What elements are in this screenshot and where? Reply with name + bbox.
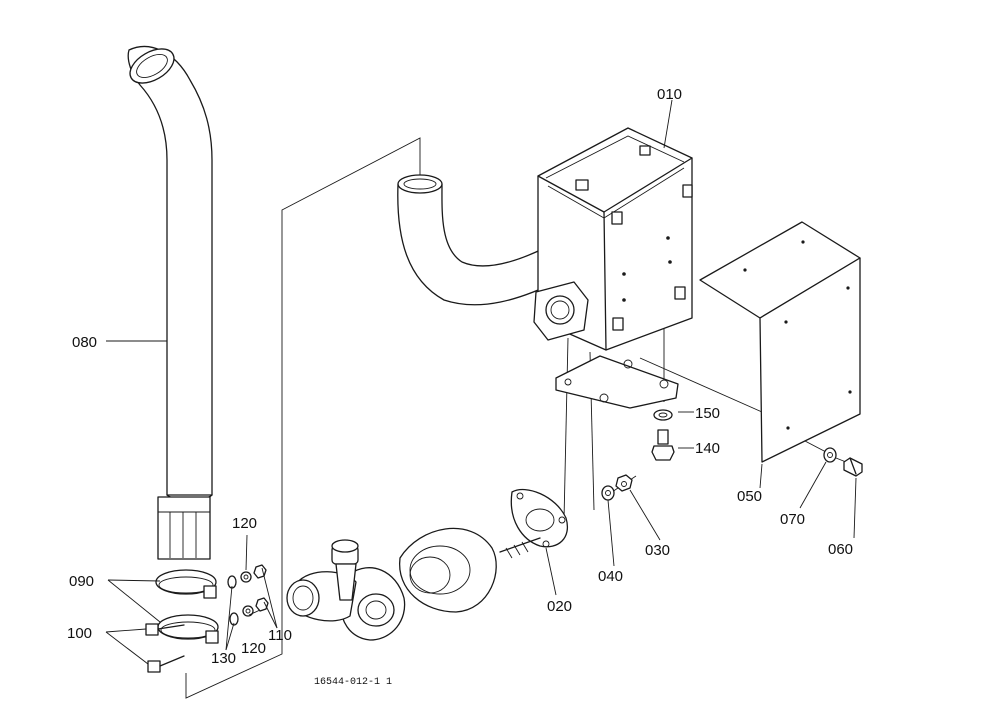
bolt-100[interactable] [145, 623, 185, 673]
washer-nut-set[interactable] [227, 564, 269, 626]
exhaust-tailpipe-080[interactable] [124, 42, 213, 560]
muffler-010[interactable] [397, 127, 693, 409]
label-130: 130 [211, 650, 236, 667]
label-030: 030 [645, 542, 670, 559]
label-120-top: 120 [232, 515, 257, 532]
washer-040[interactable] [601, 485, 615, 501]
label-070: 070 [780, 511, 805, 528]
assembly-leader-lines [185, 137, 847, 699]
nut-030[interactable] [615, 474, 633, 492]
gasket-020[interactable] [510, 488, 568, 548]
label-leaders [105, 99, 857, 665]
clamp-090[interactable] [155, 569, 219, 644]
label-080: 080 [72, 334, 97, 351]
label-060: 060 [828, 541, 853, 558]
bolt-140[interactable] [651, 429, 675, 461]
washer-150[interactable] [653, 409, 673, 421]
label-090: 090 [69, 573, 94, 590]
label-120-bottom: 120 [241, 640, 266, 657]
label-010: 010 [657, 86, 682, 103]
label-020: 020 [547, 598, 572, 615]
label-100: 100 [67, 625, 92, 642]
label-040: 040 [598, 568, 623, 585]
bolt-060[interactable] [843, 457, 863, 477]
label-050: 050 [737, 488, 762, 505]
label-150: 150 [695, 405, 720, 422]
label-110: 110 [268, 627, 292, 644]
label-140: 140 [695, 440, 720, 457]
turbocharger [286, 527, 541, 641]
heat-shield-050[interactable] [699, 221, 861, 463]
drawing-code: 16544-012-1 1 [314, 677, 392, 688]
washer-070[interactable] [823, 447, 837, 463]
